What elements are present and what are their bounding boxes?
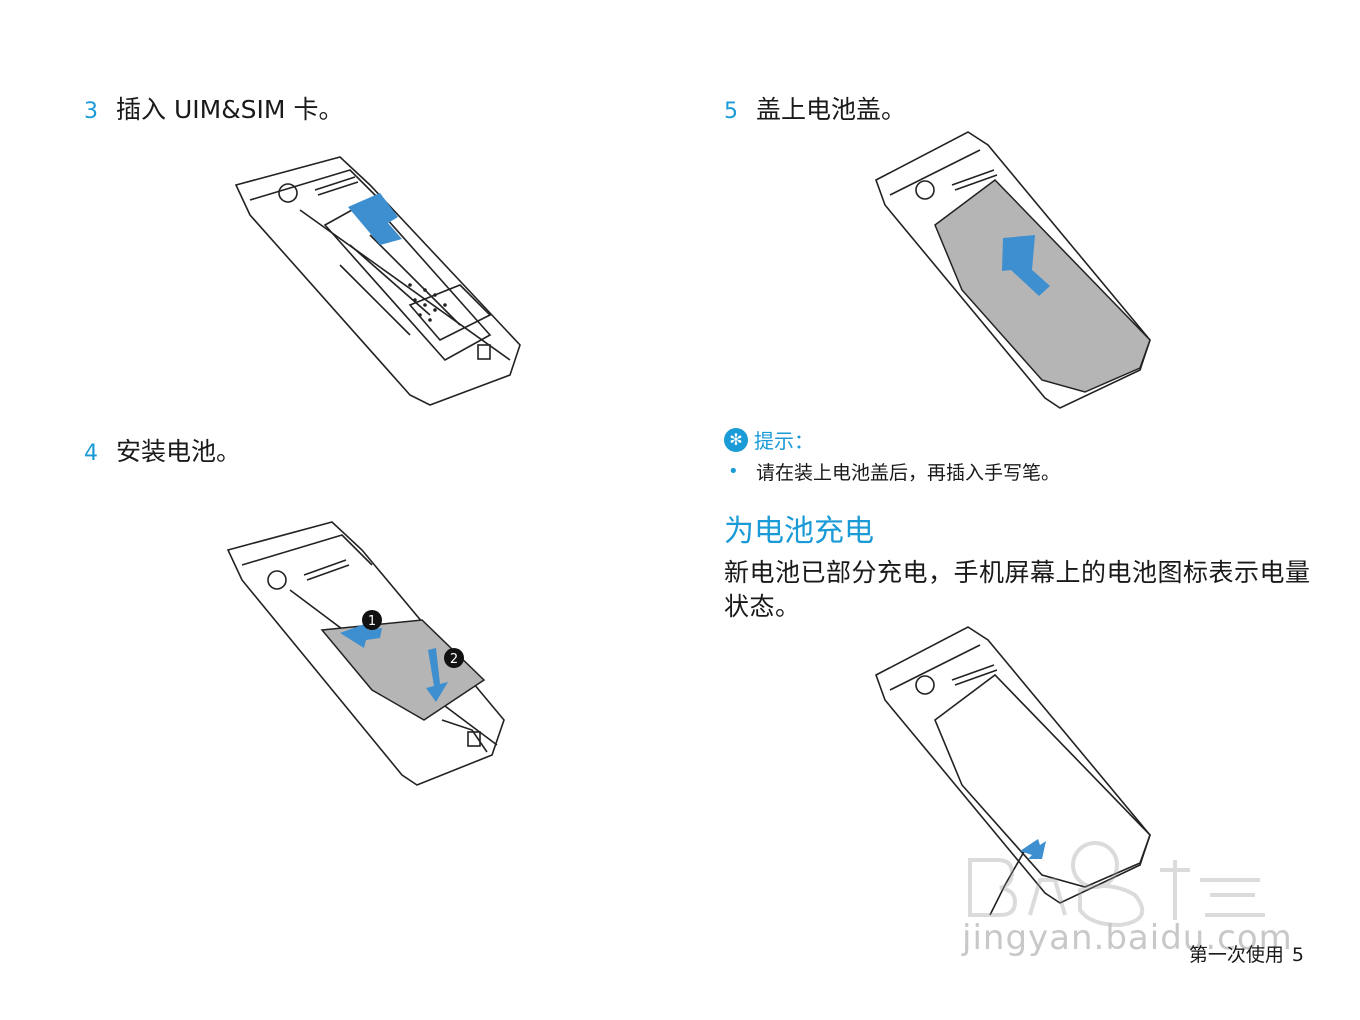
asterisk-icon: ✻ bbox=[724, 427, 748, 452]
arrow-icon bbox=[426, 648, 448, 702]
arrow-icon bbox=[340, 622, 382, 648]
tip-title: 提示： bbox=[754, 429, 814, 453]
badge-one bbox=[362, 610, 382, 630]
baidu-watermark-logo bbox=[960, 840, 1280, 970]
charging-illustration bbox=[870, 625, 1160, 925]
tip-item: • 请在装上电池盖后，再插入手写笔。 bbox=[728, 458, 1060, 485]
tip-heading: ✻ 提示： bbox=[724, 425, 814, 454]
badge-two bbox=[444, 648, 464, 668]
step-number: 4 bbox=[84, 441, 98, 466]
step-text: 插入 UIM&SIM 卡。 bbox=[116, 95, 344, 124]
sim-card-shape bbox=[348, 193, 402, 245]
bullet-icon: • bbox=[728, 461, 739, 482]
arrow-icon bbox=[1020, 839, 1046, 859]
section-title: 为电池充电 bbox=[724, 514, 874, 549]
badge-one-label: 1 bbox=[368, 614, 376, 629]
step-3-heading: 3 插入 UIM&SIM 卡。 bbox=[84, 95, 343, 127]
footer-label: 第一次使用 bbox=[1188, 944, 1284, 966]
step-4-heading: 4 安装电池。 bbox=[84, 437, 241, 469]
arrow-icon bbox=[1002, 235, 1050, 296]
charging-paragraph: 新电池已部分充电，手机屏幕上的电池图标表示电量状态。 bbox=[724, 558, 1311, 621]
page-number: 5 bbox=[1291, 944, 1304, 966]
step-text: 盖上电池盖。 bbox=[756, 95, 907, 124]
page-footer: 第一次使用 5 bbox=[1189, 940, 1304, 967]
step-number: 3 bbox=[84, 99, 98, 124]
badge-two-label: 2 bbox=[450, 652, 458, 667]
step-text: 安装电池。 bbox=[116, 437, 242, 466]
battery-install-illustration: 1 2 bbox=[222, 520, 512, 800]
sim-insert-illustration bbox=[230, 155, 530, 415]
tip-text: 请在装上电池盖后，再插入手写笔。 bbox=[756, 462, 1061, 484]
battery-cover-illustration bbox=[870, 130, 1160, 415]
step-number: 5 bbox=[724, 99, 738, 124]
step-5-heading: 5 盖上电池盖。 bbox=[724, 95, 906, 127]
watermark-url: jingyan.baidu.com bbox=[962, 918, 1293, 958]
